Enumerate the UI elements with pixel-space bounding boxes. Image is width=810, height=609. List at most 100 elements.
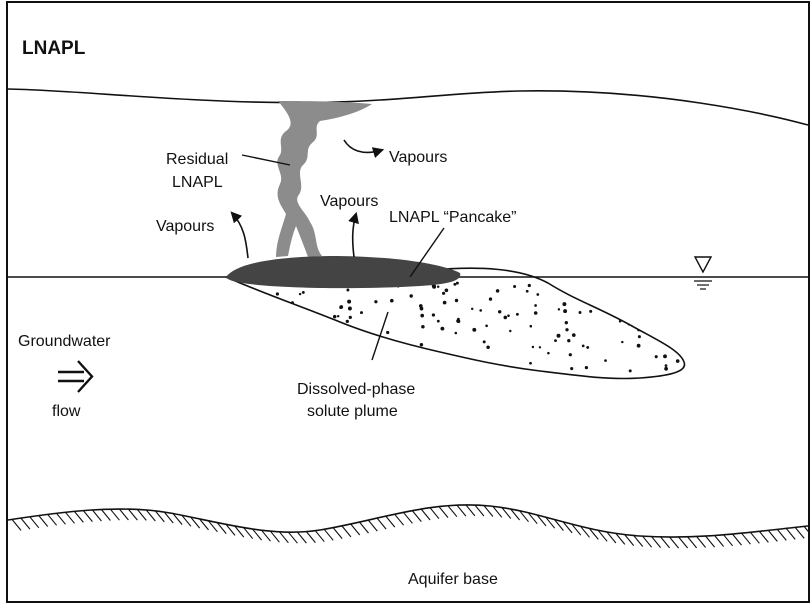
hatch-mark bbox=[795, 527, 804, 538]
plume-dot bbox=[422, 364, 425, 367]
hatch-mark bbox=[742, 533, 751, 544]
hatch-mark bbox=[777, 529, 786, 540]
plume-dot bbox=[299, 293, 301, 295]
plume-dot bbox=[247, 294, 250, 297]
plume-dot bbox=[291, 320, 295, 324]
plume-dot bbox=[333, 315, 337, 319]
hatch-mark bbox=[430, 508, 439, 519]
hatch-mark bbox=[377, 518, 386, 529]
plume-dot bbox=[360, 311, 363, 314]
plume-dot bbox=[442, 292, 445, 295]
hatch-mark bbox=[634, 536, 643, 547]
plume-dot bbox=[343, 349, 346, 352]
plume-dot bbox=[348, 307, 352, 311]
plume-dot bbox=[239, 324, 242, 327]
plume-dot bbox=[277, 306, 280, 309]
hatch-mark bbox=[643, 536, 652, 547]
plume-dot bbox=[676, 359, 680, 363]
plume-dot bbox=[589, 310, 592, 313]
hatch-mark bbox=[715, 536, 724, 547]
plume-dot bbox=[260, 368, 264, 372]
plume-dot bbox=[322, 317, 325, 320]
plume-dot bbox=[558, 308, 560, 310]
plume-dot bbox=[316, 343, 319, 346]
plume-dot bbox=[456, 282, 459, 285]
hatch-mark bbox=[101, 510, 110, 521]
hatch-mark bbox=[306, 532, 315, 543]
plume-dot bbox=[479, 309, 482, 312]
plume-dot bbox=[655, 355, 658, 358]
plume-dot bbox=[661, 327, 663, 329]
residual-lnapl-label-line1: Residual bbox=[166, 151, 228, 168]
residual-lnapl-zone bbox=[276, 101, 372, 257]
hatch-mark bbox=[466, 505, 475, 516]
plume-dot bbox=[471, 308, 473, 310]
plume-dot bbox=[633, 303, 635, 305]
plume-dot bbox=[526, 290, 529, 293]
hatch-mark bbox=[360, 522, 369, 533]
plume-dot bbox=[539, 346, 541, 348]
plume-dot bbox=[662, 336, 665, 339]
plume-dot bbox=[349, 316, 352, 319]
plume-dot bbox=[489, 297, 492, 300]
plume-dot bbox=[457, 320, 460, 323]
plume-dot bbox=[496, 289, 500, 293]
plume-dot bbox=[263, 302, 266, 305]
hatch-mark bbox=[74, 511, 83, 522]
plume-dot bbox=[516, 313, 519, 316]
plume-dot bbox=[341, 349, 344, 352]
plume-dot bbox=[563, 309, 567, 313]
plume-dot bbox=[534, 304, 537, 307]
plume-dot bbox=[455, 299, 458, 302]
hatch-mark bbox=[421, 509, 430, 520]
lnapl-pancake bbox=[226, 256, 460, 288]
plume-dot bbox=[637, 344, 641, 348]
plume-dot bbox=[294, 348, 298, 352]
plume-dots bbox=[239, 276, 681, 375]
vapours-arrow-center bbox=[353, 214, 356, 257]
plume-dot bbox=[604, 293, 606, 295]
hatch-mark bbox=[279, 532, 288, 543]
aquifer-base-label: Aquifer base bbox=[408, 571, 498, 588]
hatch-mark bbox=[724, 535, 733, 546]
hatch-mark bbox=[448, 506, 457, 517]
plume-dot bbox=[664, 367, 668, 371]
plume-dot bbox=[586, 346, 589, 349]
plume-dot bbox=[445, 288, 449, 292]
hatch-mark bbox=[706, 536, 715, 547]
hatch-mark bbox=[625, 535, 634, 546]
plume-dot bbox=[530, 325, 533, 328]
plume-dot bbox=[302, 291, 305, 294]
plume-dot bbox=[296, 308, 299, 311]
hatch-mark bbox=[395, 514, 404, 525]
hatch-mark bbox=[403, 512, 412, 523]
plume-dot bbox=[507, 314, 510, 317]
plume-leader-line bbox=[372, 312, 388, 360]
plume-dot bbox=[337, 315, 339, 317]
plume-dot bbox=[572, 333, 576, 337]
hatch-mark bbox=[333, 528, 342, 539]
plume-dot bbox=[306, 346, 310, 350]
plume-dot bbox=[346, 289, 349, 292]
plume-dot bbox=[279, 320, 282, 323]
plume-dot bbox=[672, 320, 675, 323]
plume-dot bbox=[604, 359, 607, 362]
groundwater-label: Groundwater bbox=[18, 333, 111, 350]
plume-dot bbox=[585, 366, 588, 369]
plume-dot bbox=[338, 332, 341, 335]
plume-dot bbox=[513, 285, 516, 288]
hatch-mark bbox=[146, 510, 155, 521]
plume-dot bbox=[547, 352, 550, 355]
plume-dot bbox=[557, 334, 561, 338]
hatch-mark bbox=[386, 516, 395, 527]
plume-dot bbox=[485, 324, 488, 327]
hatch-mark bbox=[137, 509, 146, 520]
plume-dot bbox=[409, 294, 412, 297]
hatch-mark bbox=[48, 514, 57, 525]
plume-dot bbox=[421, 325, 425, 329]
plume-dot bbox=[313, 354, 316, 357]
residual-lnapl-label-line2: LNAPL bbox=[172, 174, 223, 191]
hatch-mark bbox=[750, 532, 759, 543]
hatch-mark bbox=[270, 531, 279, 542]
plume-dot bbox=[420, 314, 424, 318]
